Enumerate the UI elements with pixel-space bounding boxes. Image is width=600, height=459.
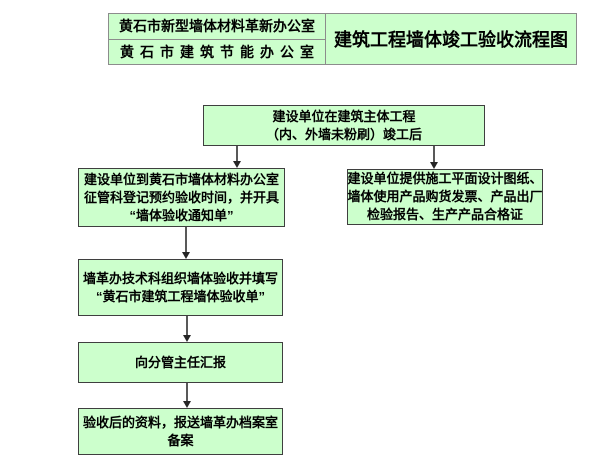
flow-step-text: 建设单位提供施工平面设计图纸、	[347, 171, 543, 186]
flow-step-start: 建设单位在建筑主体工程 （内、外墙未粉刷）竣工后	[203, 105, 485, 146]
flow-step-text: 墙革办技术科组织墙体验收并填写	[82, 270, 278, 286]
flow-step-text: （内、外墙未粉刷）竣工后	[265, 126, 422, 142]
flow-step-text: 征管科登记预约验收时间，并开具	[83, 189, 279, 205]
diagram-title: 建筑工程墙体竣工验收流程图	[334, 30, 568, 50]
flow-step-text: “黄石市建筑工程墙体验收单”	[95, 288, 265, 304]
flow-step-archive: 验收后的资料，报送墙革办档案室 备案	[78, 408, 283, 455]
flow-step-text: “墙体验收通知单”	[129, 207, 234, 223]
flow-step-organize-inspection: 墙革办技术科组织墙体验收并填写 “黄石市建筑工程墙体验收单”	[78, 259, 283, 316]
flow-step-text: 建设单位在建筑主体工程	[272, 108, 416, 124]
flow-step-text: 备案	[167, 432, 194, 448]
flow-step-text: 检验报告、生产产品合格证	[366, 207, 523, 222]
flow-step-text: 验收后的资料，报送墙革办档案室	[82, 414, 278, 430]
flow-arrow-down-icon	[183, 316, 191, 342]
org-name-secondary: 黄石市建筑节能办公室	[120, 43, 320, 60]
flow-step-text: 墙体使用产品购货发票、产品出厂	[347, 189, 543, 204]
flow-step-text: 向分管主任汇报	[134, 354, 226, 370]
flow-step-register: 建设单位到黄石市墙体材料办公室 征管科登记预约验收时间，并开具 “墙体验收通知单…	[78, 168, 285, 227]
flow-step-text: 建设单位到黄石市墙体材料办公室	[83, 171, 279, 187]
flow-arrow-down-icon	[430, 146, 438, 169]
org-name-primary: 黄石市新型墙体材料革新办公室	[109, 14, 325, 40]
flow-step-report: 向分管主任汇报	[78, 342, 283, 383]
flow-arrow-down-icon	[183, 383, 191, 408]
flow-arrow-down-icon	[182, 227, 190, 259]
flow-step-provide-documents: 建设单位提供施工平面设计图纸、 墙体使用产品购货发票、产品出厂 检验报告、生产产…	[347, 169, 543, 225]
flow-arrow-down-icon	[233, 146, 241, 168]
header-org-cell: 黄石市新型墙体材料革新办公室 黄石市建筑节能办公室	[109, 14, 326, 64]
header: 黄石市新型墙体材料革新办公室 黄石市建筑节能办公室 建筑工程墙体竣工验收流程图	[108, 13, 577, 65]
